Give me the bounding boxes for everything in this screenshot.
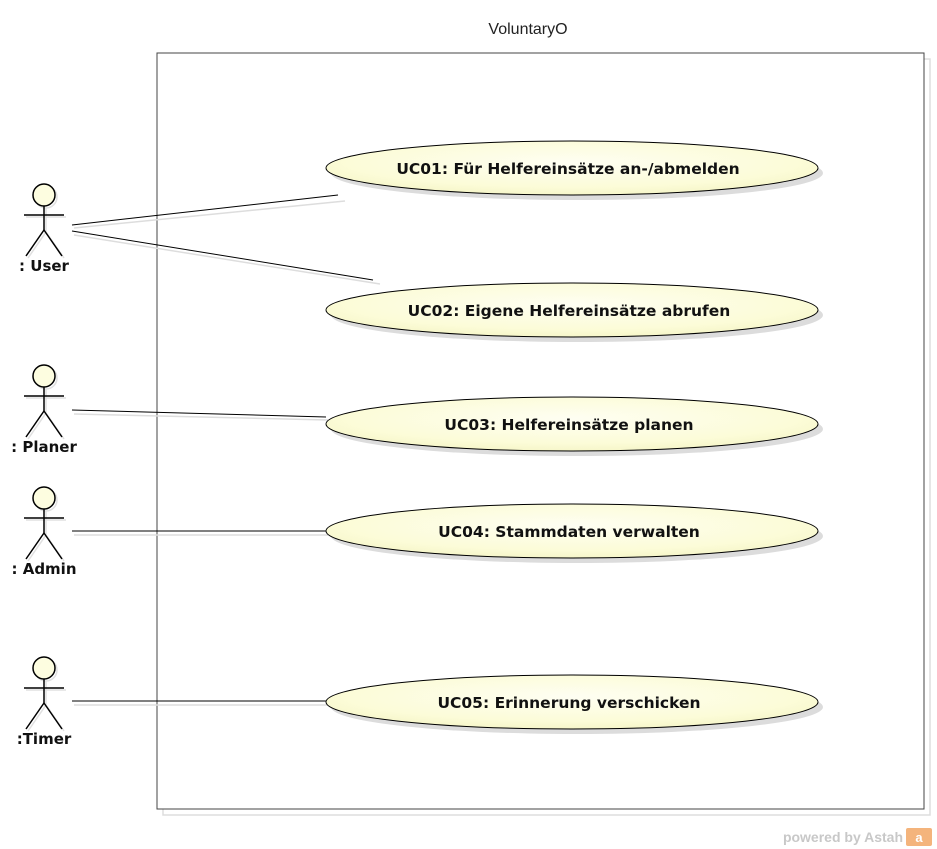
use-case-uc04[interactable]: UC04: Stammdaten verwalten: [325, 503, 823, 563]
actor-admin[interactable]: : Admin: [11, 486, 77, 578]
association-admin-uc04: [72, 530, 328, 536]
system-title: VoluntaryO: [488, 21, 567, 38]
use-case-label: UC01: Für Helfereinsätze an-/abmelden: [396, 160, 739, 178]
stick-figure-icon: [24, 364, 66, 440]
astah-logo-icon: a: [906, 828, 932, 846]
astah-watermark: powered by Astah a: [783, 828, 932, 846]
actor-timer[interactable]: :Timer: [17, 656, 72, 748]
actor-label: :Timer: [17, 730, 72, 748]
use-case-label: UC05: Erinnerung verschicken: [437, 694, 700, 712]
stick-figure-icon: [24, 486, 66, 562]
actor-planer[interactable]: : Planer: [11, 364, 77, 456]
association-planer-uc03: [71, 409, 329, 421]
use-case-label: UC04: Stammdaten verwalten: [438, 523, 700, 541]
use-case-uc01[interactable]: UC01: Für Helfereinsätze an-/abmelden: [325, 140, 823, 200]
actor-label: : User: [19, 257, 70, 275]
use-case-label: UC02: Eigene Helfereinsätze abrufen: [408, 302, 731, 320]
associations: [71, 194, 381, 706]
use-case-uc02[interactable]: UC02: Eigene Helfereinsätze abrufen: [325, 282, 823, 342]
stick-figure-icon: [24, 656, 66, 732]
association-user-uc01: [71, 194, 346, 229]
actor-user[interactable]: : User: [19, 183, 70, 275]
logo-letter: a: [915, 830, 923, 845]
actor-label: : Admin: [11, 560, 76, 578]
use-case-uc03[interactable]: UC03: Helfereinsätze planen: [325, 396, 823, 456]
association-timer-uc05: [72, 700, 328, 706]
use-case-label: UC03: Helfereinsätze planen: [444, 416, 693, 434]
actor-label: : Planer: [11, 438, 77, 456]
watermark-text: powered by Astah: [783, 829, 903, 845]
use-case-uc05[interactable]: UC05: Erinnerung verschicken: [325, 674, 823, 734]
stick-figure-icon: [24, 183, 66, 259]
association-user-uc02: [71, 230, 381, 285]
